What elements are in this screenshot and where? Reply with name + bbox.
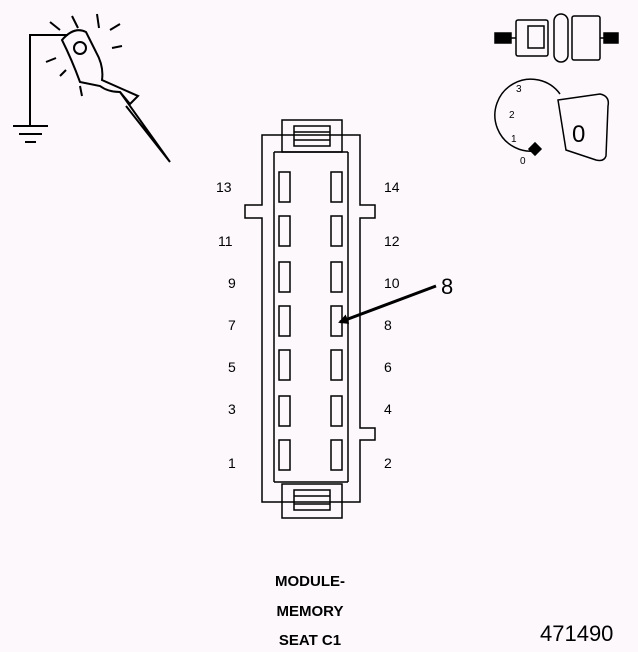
callout-arrow	[338, 284, 437, 324]
pin-label-left: 7	[228, 317, 236, 333]
callout-pin-label: 8	[441, 274, 453, 299]
key-position-label: 0	[520, 156, 526, 167]
pin-label-left: 13	[216, 179, 232, 195]
unplugged-connector-icon	[494, 13, 619, 63]
pin-label-right: 2	[384, 455, 392, 471]
pin-label-right: 4	[384, 401, 392, 417]
pin-label-right: 6	[384, 359, 392, 375]
key-position-label: 1	[511, 134, 517, 145]
pin-cavity-right	[330, 395, 343, 427]
pin-cavity-right	[330, 171, 343, 203]
pin-cavity-left	[278, 395, 291, 427]
pin-cavity-right	[330, 261, 343, 293]
pin-cavity-right	[330, 349, 343, 381]
connector-name-line: MEMORY	[276, 603, 344, 620]
pin-label-left: 9	[228, 275, 236, 291]
pin-label-right: 10	[384, 275, 400, 291]
connector-name-line: SEAT C1	[278, 632, 342, 649]
pin-cavity-left	[278, 349, 291, 381]
pin-cavities	[278, 171, 343, 471]
connector-name-line: MODULE-	[275, 573, 345, 590]
test-probe-ground-icon	[13, 13, 171, 163]
pin-label-right: 8	[384, 317, 392, 333]
ignition-key-icon	[494, 78, 610, 162]
key-current-position: 0	[572, 121, 585, 148]
pin-cavity-right	[330, 439, 343, 471]
pin-label-right: 12	[384, 233, 400, 249]
key-position-label: 2	[509, 110, 515, 121]
pin-cavity-left	[278, 261, 291, 293]
pin-label-right: 14	[384, 179, 400, 195]
pin-cavity-right	[330, 215, 343, 247]
pin-cavity-left	[278, 439, 291, 471]
pin-cavity-left	[278, 305, 291, 337]
pin-label-left: 3	[228, 401, 236, 417]
pin-label-left: 5	[228, 359, 236, 375]
key-position-label: 3	[516, 84, 522, 95]
pin-label-left: 1	[228, 455, 236, 471]
figure-number: 471490	[540, 621, 614, 646]
connector-body	[244, 119, 376, 519]
pin-label-left: 11	[218, 233, 233, 249]
pin-cavity-left	[278, 171, 291, 203]
pin-cavity-left	[278, 215, 291, 247]
